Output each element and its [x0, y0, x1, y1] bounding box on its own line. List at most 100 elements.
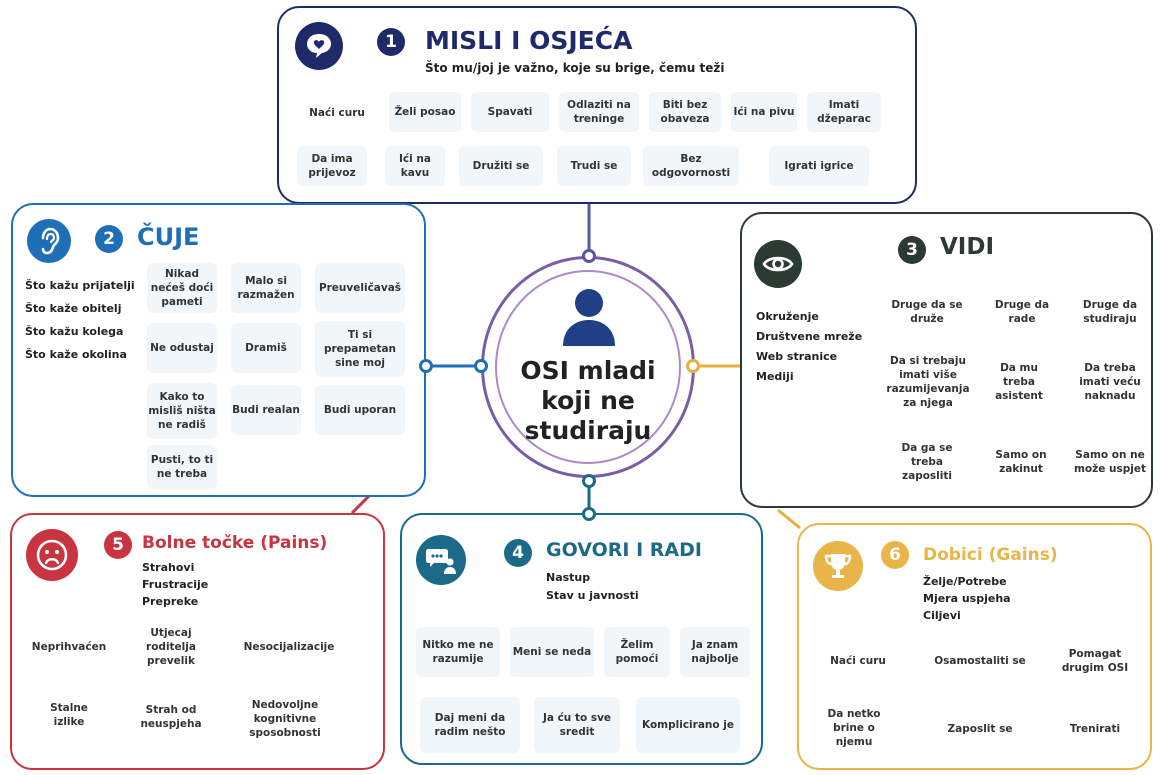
- list-item: Ne odustaj: [147, 323, 217, 373]
- list-item: Ti si prepametan sine moj: [315, 321, 405, 377]
- list-item: Malo si razmažen: [231, 263, 301, 313]
- panel-vidi: 3 VIDI Okruženje Društvene mreže Web str…: [740, 212, 1153, 508]
- source-item: Što kaže obitelj: [25, 302, 122, 315]
- subtitle-line: Nastup: [546, 571, 591, 584]
- list-item: Imati džeparac: [807, 92, 881, 132]
- list-item: Meni se neda: [510, 627, 594, 677]
- user-icon: [557, 286, 621, 348]
- eye-icon: [754, 240, 802, 288]
- list-item: Neprihvaćen: [31, 641, 107, 653]
- source-item: Okruženje: [756, 310, 819, 323]
- list-item: Da netko brine o njemu: [827, 708, 881, 748]
- ear-icon: [27, 219, 71, 263]
- central-label: OSI mladi koji ne studiraju: [520, 356, 656, 445]
- list-item: Spavati: [471, 92, 549, 132]
- list-item: Trenirati: [1069, 723, 1121, 735]
- source-item: Društvene mreže: [756, 330, 863, 343]
- section-number: 6: [881, 541, 909, 569]
- subtitle-line: Stav u javnosti: [546, 589, 639, 602]
- section-number: 2: [95, 225, 123, 253]
- panel-misli-i-osjeca: 1 MISLI I OSJEĆA Što mu/joj je važno, ko…: [277, 6, 917, 204]
- section-title: GOVORI I RADI: [546, 539, 702, 561]
- list-item: Osamostaliti se: [934, 655, 1026, 667]
- source-item: Mediji: [756, 370, 794, 383]
- list-item: Daj meni da radim nešto: [420, 697, 520, 753]
- section-title: ČUJE: [137, 223, 200, 251]
- list-item: Nesocijalizacije: [243, 641, 335, 653]
- section-number: 4: [504, 539, 532, 567]
- list-item: Da si trebaju imati više razumijevanja z…: [886, 355, 970, 409]
- list-item: Igrati igrice: [769, 146, 869, 186]
- list-item: Da treba imati veću naknadu: [1079, 362, 1141, 402]
- panel-bolne-tocke: 5 Bolne točke (Pains) Strahovi Frustraci…: [10, 513, 385, 770]
- list-item: Kako to misliš ništa ne radiš: [147, 383, 217, 439]
- list-item: Ja znam najbolje: [680, 627, 750, 677]
- subtitle-line: Frustracije: [142, 578, 209, 591]
- list-item: Nedovoljne kognitivne sposobnosti: [249, 699, 321, 739]
- section-title: MISLI I OSJEĆA: [425, 26, 633, 55]
- section-subtitle: Što mu/joj je važno, koje su brige, čemu…: [425, 61, 725, 75]
- source-item: Što kažu kolega: [25, 325, 124, 338]
- source-item: Što kaže okolina: [25, 348, 127, 361]
- list-item: Nikad nećeš doći pameti: [147, 263, 217, 313]
- section-number: 1: [377, 28, 405, 56]
- list-item: Želi posao: [389, 92, 461, 132]
- list-item: Biti bez obaveza: [649, 92, 721, 132]
- section-title: Bolne točke (Pains): [142, 533, 328, 553]
- list-item: Naći curu: [309, 107, 365, 119]
- connector-node-top: [582, 249, 596, 263]
- list-item: Trudi se: [557, 146, 631, 186]
- source-item: Što kažu prijatelji: [25, 279, 135, 292]
- list-item: Druge da rade: [994, 299, 1050, 325]
- list-item: Budi uporan: [315, 385, 405, 435]
- trophy-icon: [813, 541, 863, 591]
- list-item: Samo on ne može uspjet: [1073, 449, 1147, 475]
- list-item: Da mu treba asistent: [995, 362, 1043, 402]
- list-item: Odlaziti na treninge: [559, 92, 639, 132]
- source-item: Web stranice: [756, 350, 838, 363]
- central-hub-inner-ring: [495, 270, 681, 464]
- connector-node-bottom-outer: [582, 507, 596, 521]
- list-item: Druge da se druže: [891, 299, 963, 325]
- list-item: Budi realan: [231, 385, 301, 435]
- list-item: Preuveličavaš: [315, 263, 405, 313]
- list-item: Utjecaj roditelja prevelik: [146, 627, 196, 667]
- heart-speech-icon: [295, 22, 343, 70]
- section-number: 3: [898, 236, 926, 264]
- subtitle-line: Želje/Potrebe: [923, 575, 1007, 588]
- list-item: Ja ću to sve sredit: [534, 697, 620, 753]
- connector-node-right: [686, 359, 700, 373]
- list-item: Druge da studiraju: [1082, 299, 1138, 325]
- panel-govori-i-radi: 4 GOVORI I RADI Nastup Stav u javnosti N…: [400, 513, 763, 765]
- list-item: Pusti, to ti ne treba: [147, 445, 217, 489]
- connector-dobici: [777, 508, 801, 530]
- list-item: Ići na kavu: [385, 146, 445, 186]
- panel-cuje: 2 ČUJE Što kažu prijatelji Što kaže obit…: [11, 203, 426, 497]
- section-title: VIDI: [940, 234, 995, 260]
- list-item: Želim pomoći: [604, 627, 670, 677]
- list-item: Nitko me ne razumije: [416, 627, 500, 677]
- list-item: Da ima prijevoz: [297, 146, 367, 186]
- list-item: Zaposlit se: [947, 723, 1013, 735]
- subtitle-line: Strahovi: [142, 561, 195, 574]
- panel-dobici: 6 Dobici (Gains) Želje/Potrebe Mjera usp…: [797, 523, 1152, 770]
- section-number: 5: [104, 531, 132, 559]
- list-item: Komplicirano je: [636, 697, 740, 753]
- list-item: Bez odgovornosti: [643, 146, 739, 186]
- connector-node-bottom: [582, 474, 596, 488]
- connector-node-left-outer: [419, 359, 433, 373]
- subtitle-line: Mjera uspjeha: [923, 592, 1011, 605]
- section-title: Dobici (Gains): [923, 545, 1058, 565]
- subtitle-line: Prepreke: [142, 595, 199, 608]
- list-item: Strah od neuspjeha: [140, 704, 202, 730]
- list-item: Družiti se: [459, 146, 543, 186]
- list-item: Naći curu: [830, 655, 886, 667]
- list-item: Samo on zakinut: [995, 449, 1047, 475]
- speaking-person-icon: [416, 535, 466, 585]
- connector-node-left: [474, 359, 488, 373]
- list-item: Ići na pivu: [731, 92, 797, 132]
- list-item: Pomagat drugim OSI: [1061, 648, 1129, 674]
- list-item: Stalne izlike: [50, 702, 88, 728]
- list-item: Da ga se treba zaposliti: [901, 442, 953, 482]
- sad-face-icon: [26, 529, 78, 581]
